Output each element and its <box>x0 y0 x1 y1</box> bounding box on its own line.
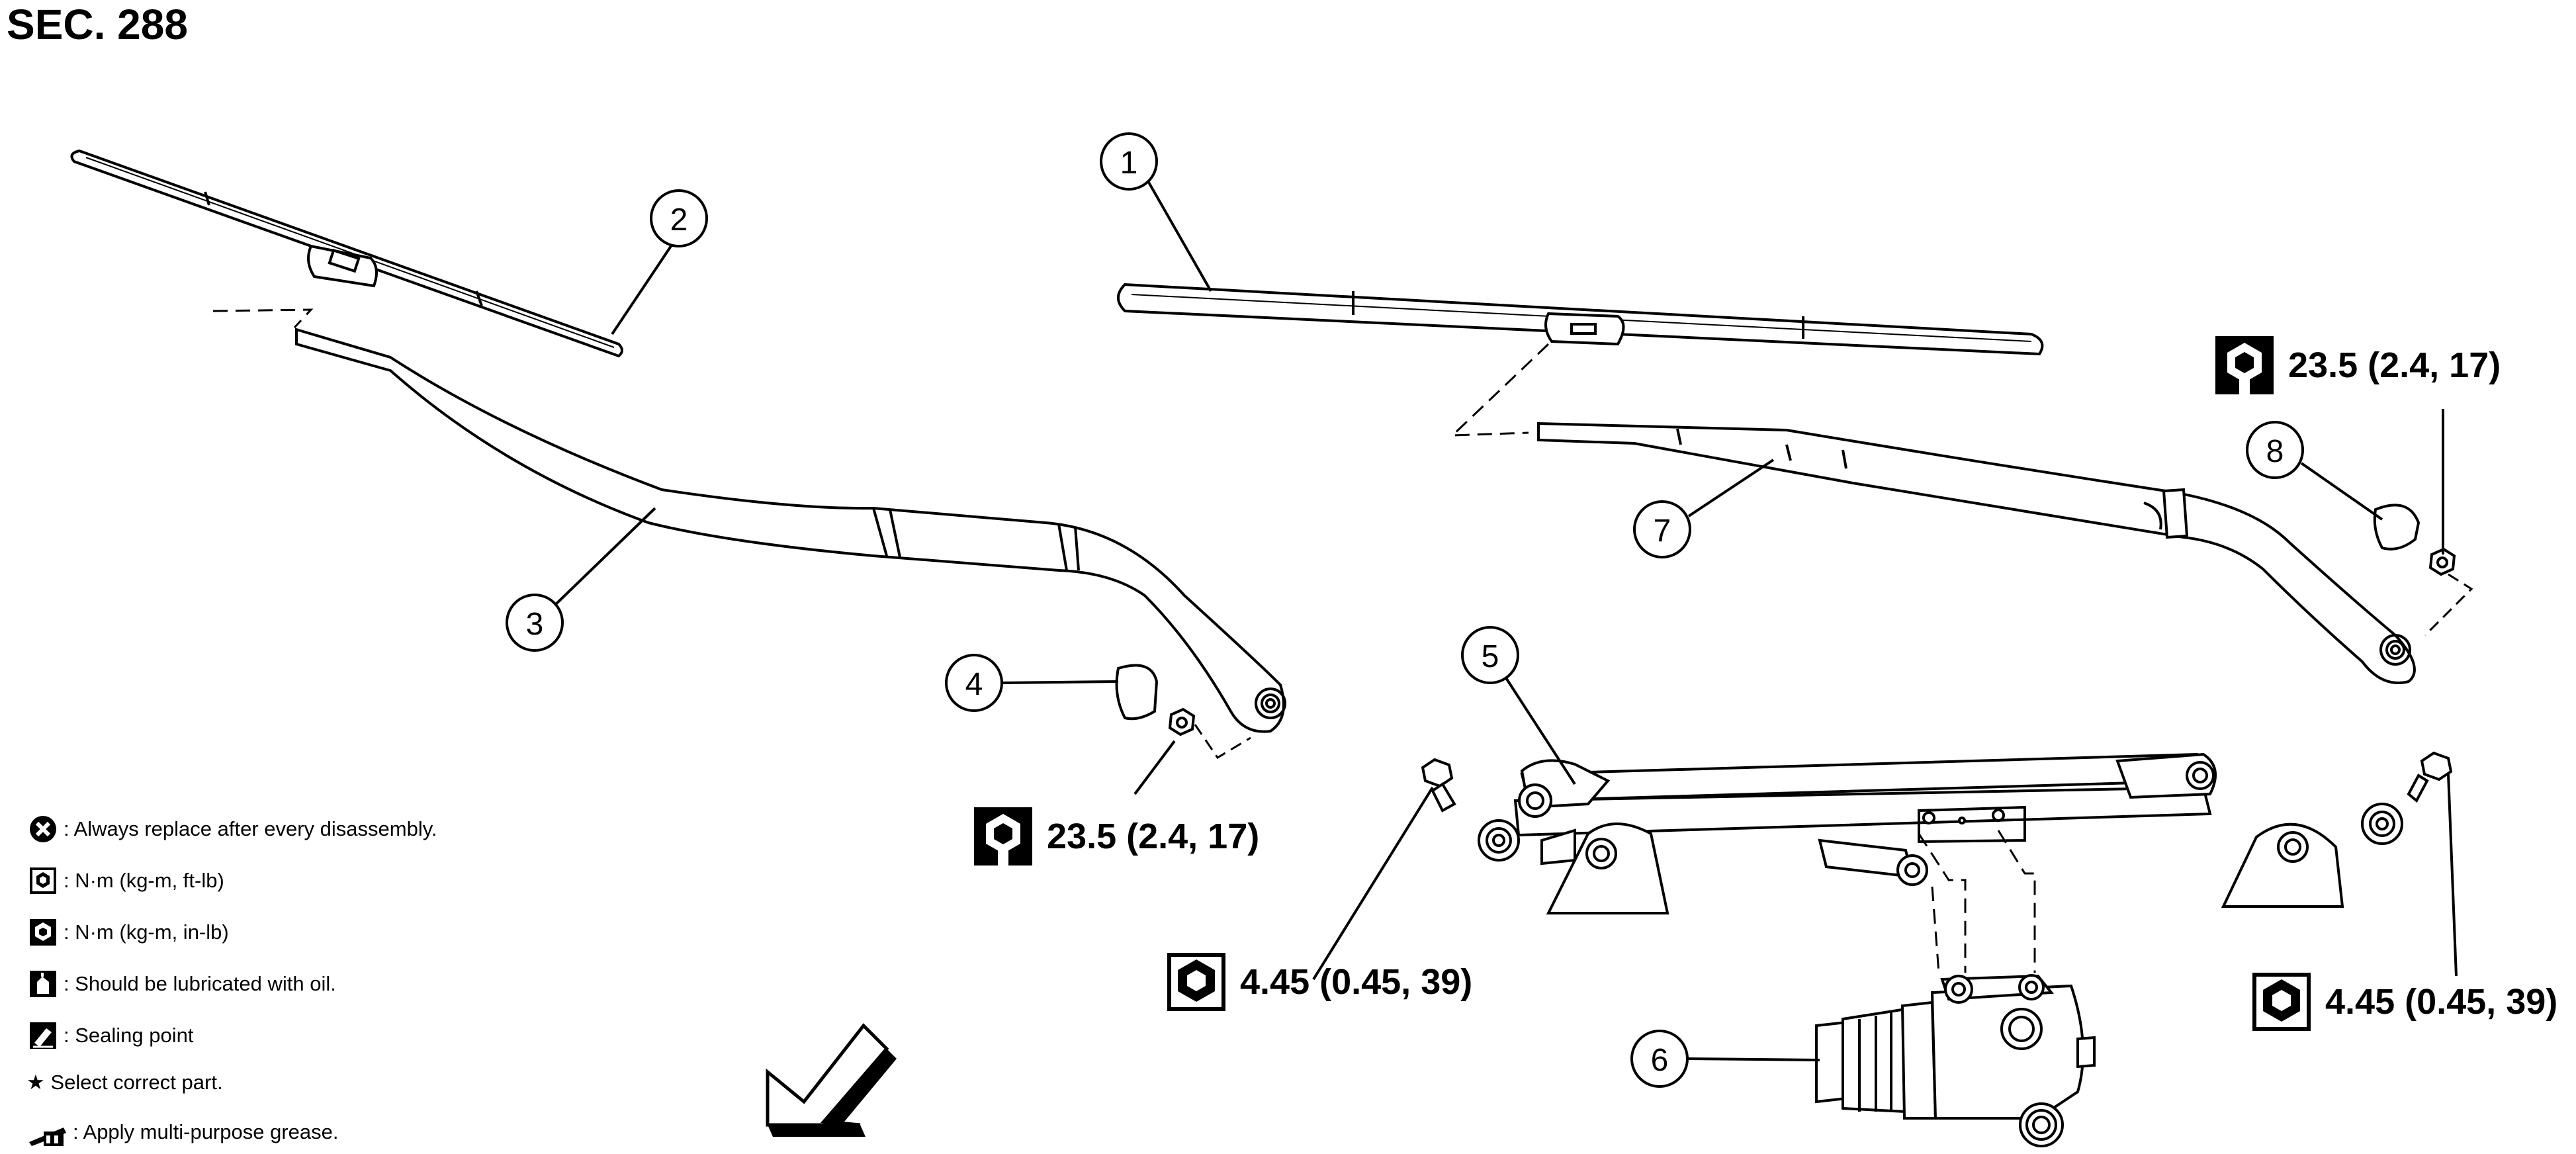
callout-8: 8 <box>2246 421 2304 479</box>
legend-row-torque-inlb: : N·m (kg-m, in-lb) <box>26 916 229 949</box>
torque-spec-linkage-bolt-right: 4.45 (0.45, 39) <box>2252 973 2557 1031</box>
legend-row-oil: : Should be lubricated with oil. <box>26 967 336 1000</box>
callout-5: 5 <box>1461 626 1519 684</box>
svg-text:3: 3 <box>526 607 544 642</box>
svg-text:2: 2 <box>670 202 688 238</box>
legend-row-grease: : Apply multi-purpose grease. <box>26 1116 339 1149</box>
wiper-linkage <box>1478 752 2403 914</box>
left-wiper-arm <box>295 328 1286 733</box>
right-arm-cap <box>2373 504 2421 551</box>
svg-text:1: 1 <box>1120 146 1138 181</box>
svg-text:4.45 (0.45, 39): 4.45 (0.45, 39) <box>2325 982 2557 1022</box>
svg-text:4: 4 <box>965 667 983 702</box>
svg-text:4.45 (0.45, 39): 4.45 (0.45, 39) <box>1240 962 1472 1002</box>
torque-spec-linkage-bolt-left: 4.45 (0.45, 39) <box>1167 953 1472 1011</box>
oil-can-icon <box>26 967 60 1000</box>
legend-row-always-replace: : Always replace after every disassembly… <box>26 813 437 846</box>
svg-text:23.5 (2.4, 17): 23.5 (2.4, 17) <box>2288 345 2501 385</box>
left-wiper-blade <box>70 149 623 358</box>
legend-text: : Always replace after every disassembly… <box>64 817 437 840</box>
svg-text:7: 7 <box>1654 513 1671 549</box>
front-direction-arrow <box>766 1023 897 1137</box>
legend-text: : N·m (kg-m, ft-lb) <box>64 869 224 892</box>
legend-row-torque-ftlb: : N·m (kg-m, ft-lb) <box>26 864 224 897</box>
legend-text: : Apply multi-purpose grease. <box>73 1120 339 1143</box>
legend-text: : Sealing point <box>64 1024 194 1047</box>
linkage-bolt-right <box>2407 751 2453 803</box>
svg-text:8: 8 <box>2266 434 2284 469</box>
svg-text:23.5 (2.4, 17): 23.5 (2.4, 17) <box>1047 817 1259 856</box>
legend-row-sealing: : Sealing point <box>26 1019 193 1052</box>
section-title: SEC. 288 <box>7 1 188 48</box>
torque-spec-arm-nut-left: 23.5 (2.4, 17) <box>974 807 1259 866</box>
callout-7: 7 <box>1633 500 1691 558</box>
callout-1: 1 <box>1100 132 1158 191</box>
legend-text: ★ Select correct part. <box>26 1071 223 1094</box>
left-arm-cap <box>1115 664 1159 721</box>
svg-text:5: 5 <box>1482 639 1499 674</box>
callout-4: 4 <box>945 654 1003 712</box>
torque-nm-kgm-ftlb-icon <box>26 864 60 897</box>
svg-text:6: 6 <box>1651 1043 1669 1078</box>
grease-icon <box>26 1116 69 1149</box>
always-replace-icon <box>26 813 60 846</box>
torque-nm-kgm-inlb-icon <box>26 916 60 949</box>
left-arm-nut <box>1168 707 1196 736</box>
callout-3: 3 <box>506 594 564 652</box>
legend-row-select-part: ★ Select correct part. <box>26 1071 223 1094</box>
torque-spec-arm-nut-right: 23.5 (2.4, 17) <box>2215 336 2501 394</box>
right-wiper-blade <box>1117 283 2044 356</box>
sealant-icon <box>26 1019 60 1052</box>
callout-6: 6 <box>1630 1030 1689 1088</box>
legend-text: : N·m (kg-m, in-lb) <box>64 920 229 944</box>
linkage-bolt-left <box>1421 758 1456 813</box>
legend-text: : Should be lubricated with oil. <box>64 972 336 995</box>
right-wiper-arm <box>1537 422 2416 684</box>
callout-2: 2 <box>650 189 708 247</box>
wiper-motor <box>1815 974 2096 1147</box>
